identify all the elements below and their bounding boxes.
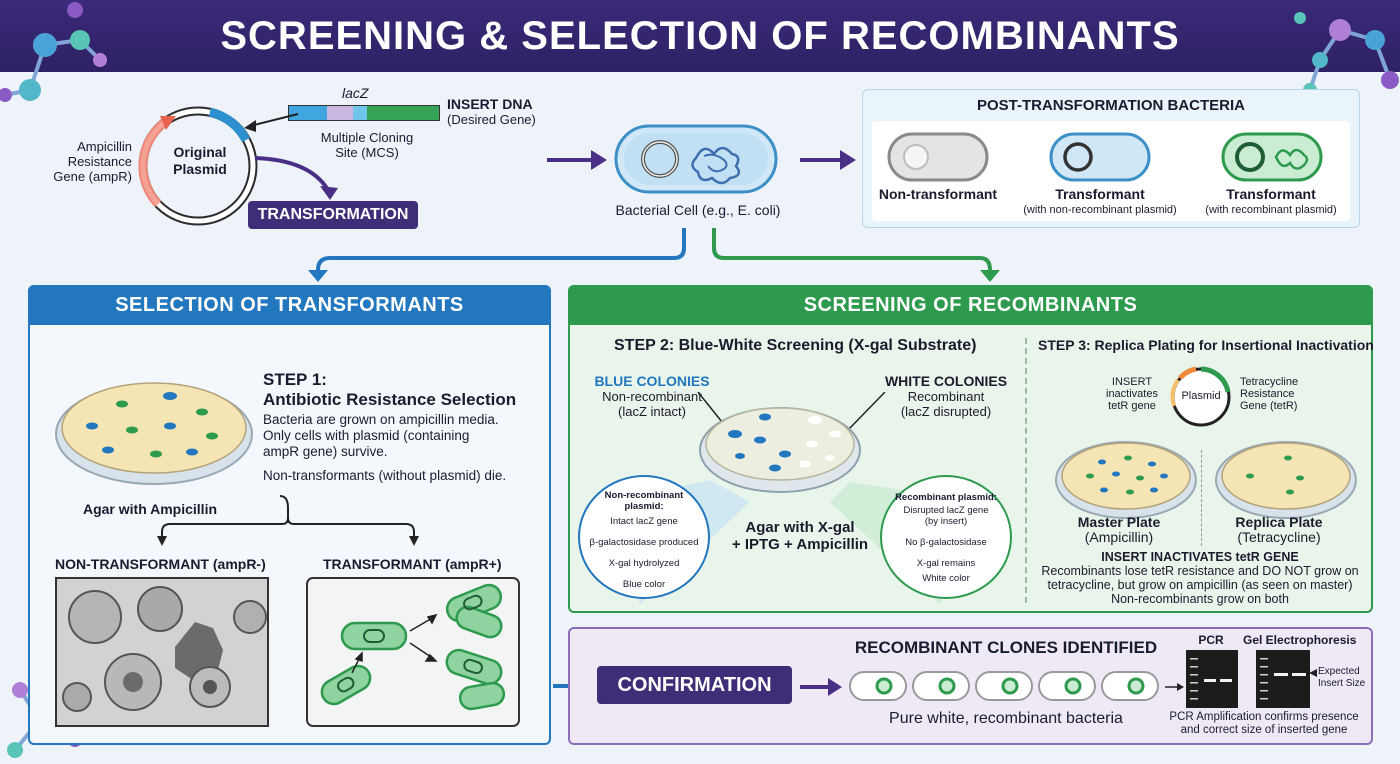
xgal-agar-label: Agar with X-gal + IPTG + Ampicillin bbox=[731, 519, 869, 553]
post-transformation-title: POST-TRANSFORMATION BACTERIA bbox=[976, 97, 1246, 114]
screening-divider bbox=[1025, 338, 1027, 603]
recombinant-colonies-row bbox=[849, 671, 1159, 701]
ampr-label: Ampicillin Resistance Gene (ampR) bbox=[53, 139, 132, 184]
nonrecombinant-circle bbox=[578, 475, 710, 599]
step2-title: STEP 2: Blue-White Screening (X-gal Subs… bbox=[614, 337, 977, 354]
tetr-gene-label: Tetracycline Resistance Gene (tetR) bbox=[1240, 376, 1299, 412]
master-plate-label: Master Plate (Ampicillin) bbox=[1077, 514, 1161, 545]
arrow-icon bbox=[547, 150, 607, 170]
curved-arrow-icon bbox=[254, 156, 338, 200]
pcr-desc: PCR Amplification confirms presence and … bbox=[1169, 711, 1359, 736]
dead-cells-micrograph bbox=[55, 577, 269, 727]
post-item-label-3: Transformant bbox=[1226, 186, 1316, 202]
recombinant-circle-text: Recombinant plasmid: Disrupted lacZ gene… bbox=[895, 492, 997, 584]
confirmation-button[interactable]: CONFIRMATION bbox=[597, 666, 792, 704]
plate-divider bbox=[1201, 450, 1202, 546]
bracket-arrows bbox=[157, 495, 419, 546]
arrow-icon bbox=[244, 113, 299, 132]
recombinant-clones-title: RECOMBINANT CLONES IDENTIFIED bbox=[854, 638, 1158, 657]
electrophoresis-gel-image bbox=[1256, 650, 1310, 708]
gel-label: Gel Electrophoresis bbox=[1243, 633, 1357, 647]
pcr-gel-image bbox=[1186, 650, 1238, 708]
arrow-icon bbox=[800, 678, 842, 696]
replica-plate-label: Replica Plate (Tetracycline) bbox=[1235, 514, 1323, 545]
small-plasmid-diagram bbox=[1170, 366, 1231, 427]
arrow-icon bbox=[1309, 669, 1317, 677]
page-title: SCREENING & SELECTION OF RECOMBINANTS bbox=[220, 14, 1180, 58]
selection-panel-header: SELECTION OF TRANSFORMANTS bbox=[28, 285, 551, 325]
header-bar bbox=[0, 0, 1400, 72]
non-transformant-cell-icon bbox=[887, 132, 989, 182]
step3-title: STEP 3: Replica Plating for Insertional … bbox=[1038, 337, 1374, 353]
ampicillin-agar-dish bbox=[55, 382, 253, 485]
insert-inactivates-label: INSERT inactivates tetR gene bbox=[1106, 376, 1158, 412]
insert-dna-bar bbox=[288, 105, 440, 121]
recombinant-cell-icon bbox=[1221, 132, 1323, 182]
post-item-sub-2: (with non-recombinant plasmid) bbox=[1023, 204, 1177, 216]
non-recombinant-cell-icon bbox=[1049, 132, 1151, 182]
arrow-icon bbox=[1165, 683, 1184, 691]
white-colonies-label: WHITE COLONIES Recombinant (lacZ disrupt… bbox=[884, 373, 1008, 420]
blue-colonies-label: BLUE COLONIES Non-recombinant (lacZ inta… bbox=[594, 373, 710, 420]
post-item-label-2: Transformant bbox=[1055, 186, 1145, 202]
arrow-icon bbox=[800, 150, 856, 170]
replica-plate bbox=[1215, 441, 1357, 519]
mcs-label: Multiple Cloning Site (MCS) bbox=[320, 130, 414, 160]
original-plasmid-diagram bbox=[138, 106, 258, 226]
pcr-label: PCR bbox=[1198, 633, 1224, 647]
step1-desc: Bacteria are grown on ampicillin media. … bbox=[263, 412, 507, 483]
original-plasmid-label: Original Plasmid bbox=[173, 144, 227, 177]
step1-title: STEP 1: Antibiotic Resistance Selection bbox=[263, 370, 517, 409]
transformant-label: TRANSFORMANT (ampR+) bbox=[323, 556, 502, 572]
insert-dna-label: INSERT DNA (Desired Gene) bbox=[447, 96, 536, 128]
insert-inactivates-desc: INSERT INACTIVATES tetR GENE Recombinant… bbox=[1041, 550, 1359, 606]
screening-panel-header: SCREENING OF RECOMBINANTS bbox=[568, 285, 1373, 325]
lacz-label: lacZ bbox=[342, 85, 369, 101]
pure-white-label: Pure white, recombinant bacteria bbox=[889, 710, 1123, 727]
post-item-sub-3: (with recombinant plasmid) bbox=[1205, 204, 1337, 216]
master-plate bbox=[1055, 441, 1197, 519]
post-item-label-1: Non-transformant bbox=[878, 186, 998, 202]
expected-insert-label: Expected Insert Size bbox=[1318, 666, 1366, 689]
ampicillin-dish-label: Agar with Ampicillin bbox=[82, 501, 218, 517]
transformation-button[interactable]: TRANSFORMATION bbox=[248, 201, 418, 229]
branch-arrows bbox=[308, 228, 1000, 282]
bacterial-cell-icon bbox=[614, 124, 778, 194]
small-plasmid-label: Plasmid bbox=[1181, 390, 1221, 402]
non-transformant-label: NON-TRANSFORMANT (ampR-) bbox=[55, 556, 266, 572]
nonrecombinant-circle-text: Non-recombinant plasmid: Intact lacZ gen… bbox=[589, 490, 699, 590]
bacterial-cell-label: Bacterial Cell (e.g., E. coli) bbox=[615, 202, 781, 218]
recombinant-circle bbox=[880, 475, 1012, 599]
transformant-bacteria-image bbox=[306, 577, 520, 727]
